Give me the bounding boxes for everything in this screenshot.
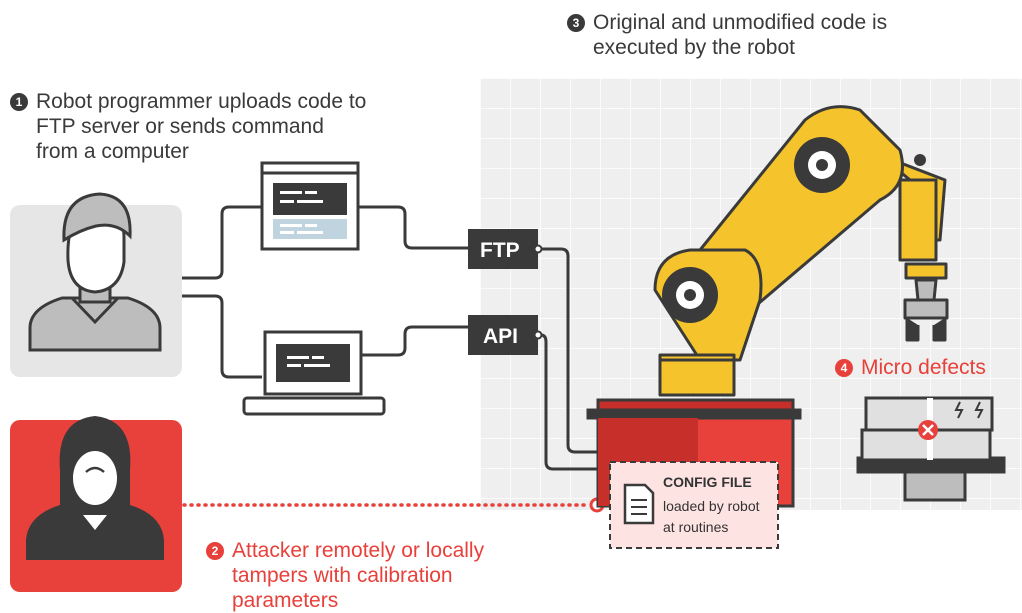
step-1-number: 1 bbox=[10, 93, 28, 111]
config-file-subtitle: loaded by robot at routines bbox=[663, 498, 760, 535]
config-file-box bbox=[609, 461, 779, 549]
step-4-number: 4 bbox=[835, 359, 853, 377]
robot-joints bbox=[662, 137, 926, 323]
interface-to-robot-lines bbox=[540, 247, 610, 471]
laptop-icon bbox=[242, 330, 386, 416]
api-label: API bbox=[483, 325, 518, 348]
attacker-avatar bbox=[10, 416, 182, 592]
step-3-number: 3 bbox=[567, 14, 585, 32]
defective-product bbox=[856, 396, 1006, 502]
programmer-avatar bbox=[10, 192, 182, 377]
ftp-label: FTP bbox=[480, 239, 520, 262]
api-box bbox=[468, 315, 543, 355]
ftp-box bbox=[468, 229, 543, 269]
defect-x-icon bbox=[918, 420, 938, 440]
step-2-number: 2 bbox=[206, 542, 224, 560]
config-file-title: CONFIG FILE bbox=[663, 474, 752, 490]
programmer-connectors bbox=[120, 205, 468, 379]
browser-window-icon bbox=[260, 161, 360, 251]
